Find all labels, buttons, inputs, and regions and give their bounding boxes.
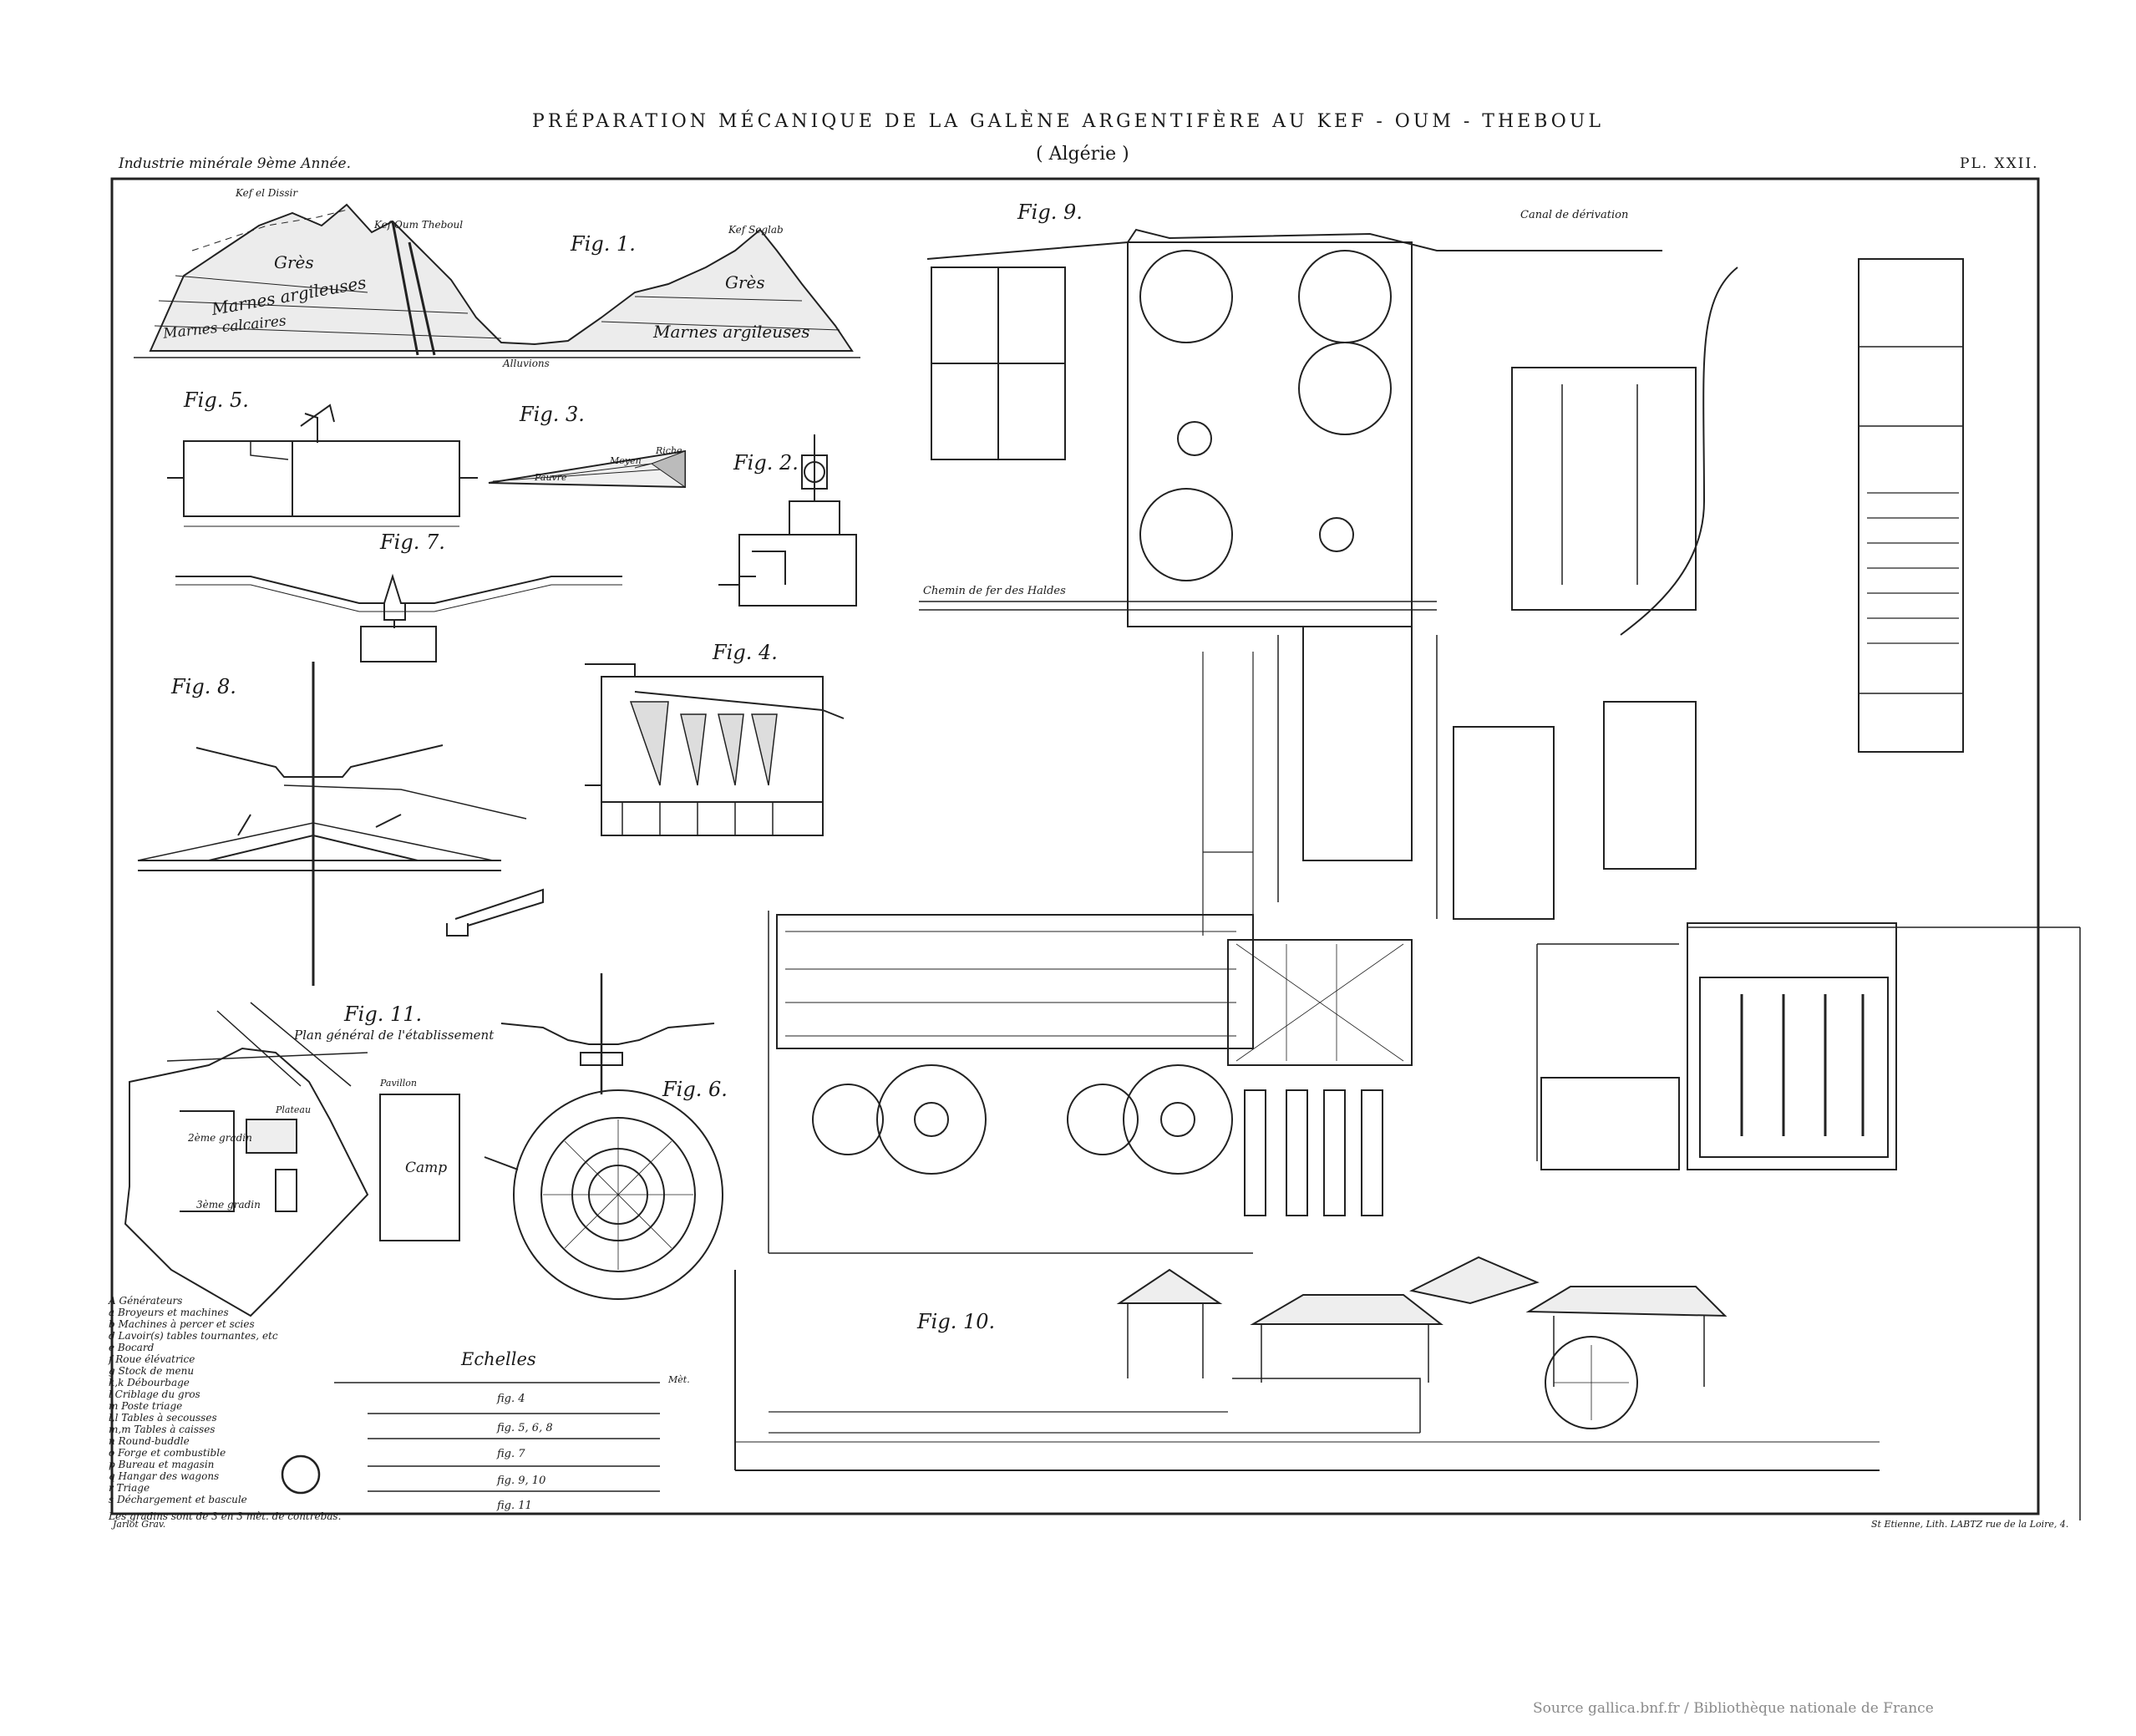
fig1-gres-left: Grès xyxy=(274,252,314,272)
fig9-chemin: Chemin de fer des Haldes xyxy=(923,585,1066,597)
fig5-tank xyxy=(167,404,478,527)
fig3-pauvre: Pauvre xyxy=(535,472,567,483)
legend-item: r Triage xyxy=(109,1482,150,1494)
legend: A Générateurs a Broyeurs et machines b M… xyxy=(109,1295,342,1522)
legend-item: n Round-buddle xyxy=(109,1435,190,1447)
fig2-apparatus xyxy=(718,434,857,607)
fig11-gradin2: 2ème gradin xyxy=(188,1132,252,1144)
fig6-label: Fig. 6. xyxy=(662,1078,728,1101)
fig5-label: Fig. 5. xyxy=(184,388,249,412)
fig11-title: Plan général de l'établissement xyxy=(294,1028,495,1043)
scale-fig4: fig. 4 xyxy=(497,1393,525,1405)
fig6-round-buddle xyxy=(484,973,723,1300)
fig1-section xyxy=(134,203,860,358)
scale-fig568: fig. 5, 6, 8 xyxy=(497,1422,553,1434)
scales-title: Echelles xyxy=(461,1349,536,1369)
legend-item: g Stock de menu xyxy=(109,1365,195,1377)
legend-note: Les gradins sont de 3 en 3 mèt. de contr… xyxy=(109,1510,342,1522)
plate-title: PRÉPARATION MÉCANIQUE DE LA GALÈNE ARGEN… xyxy=(532,111,1604,132)
legend-item: m Poste triage xyxy=(109,1400,183,1412)
fig9-label: Fig. 9. xyxy=(1017,201,1083,224)
fig4-label: Fig. 4. xyxy=(713,641,778,664)
plate-number: PL. XXII. xyxy=(1960,155,2039,172)
legend-item: k,k Débourbage xyxy=(109,1377,190,1388)
legend-item: o Forge et combustible xyxy=(109,1447,226,1459)
legend-item: d Lavoir(s) tables tournantes, etc xyxy=(109,1330,278,1342)
fig3-section xyxy=(488,449,686,489)
legend-item: s Déchargement et bascule xyxy=(109,1494,247,1505)
fig2-label: Fig. 2. xyxy=(733,451,799,475)
legend-item: q Hangar des wagons xyxy=(109,1470,220,1482)
plate-subtitle: ( Algérie ) xyxy=(1036,144,1129,165)
legend-item: l Criblage du gros xyxy=(109,1388,200,1400)
legend-item: p Bureau et magasin xyxy=(109,1459,215,1470)
fig8-table xyxy=(137,662,544,986)
legend-item: f Roue élévatrice xyxy=(109,1353,195,1365)
fig10-elevation xyxy=(734,1256,1880,1471)
fig1-kef-el-diss: Kef el Dissir xyxy=(236,187,298,199)
fig11-site-plan xyxy=(124,1002,460,1317)
legend-item: e Bocard xyxy=(109,1342,155,1353)
legend-item: l,l Tables à secousses xyxy=(109,1412,217,1424)
fig9-plant-plan xyxy=(768,228,2081,1520)
fig7-trough xyxy=(175,573,622,662)
scale-unit: Mèt. xyxy=(668,1374,690,1385)
fig3-riche: Riche xyxy=(656,445,682,456)
credit-lithographer: St Etienne, Lith. LABTZ rue de la Loire,… xyxy=(1871,1519,2069,1530)
fig9-canal: Canal de dérivation xyxy=(1520,209,1629,221)
fig3-label: Fig. 3. xyxy=(520,403,585,426)
legend-item: b Machines à percer et scies xyxy=(109,1318,255,1330)
source-footer: Source gallica.bnf.fr / Bibliothèque nat… xyxy=(1533,1700,1934,1717)
legend-item: m,m Tables à caisses xyxy=(109,1424,216,1435)
fig1-marnes-right: Marnes argileuses xyxy=(653,322,810,342)
fig11-label: Fig. 11. xyxy=(344,1003,423,1026)
fig1-label: Fig. 1. xyxy=(571,232,636,256)
scale-fig7: fig. 7 xyxy=(497,1448,525,1460)
publication-note: Industrie minérale 9ème Année. xyxy=(119,155,351,172)
library-stamp xyxy=(281,1454,321,1495)
fig11-gradin3: 3ème gradin xyxy=(196,1199,261,1211)
scale-bars xyxy=(334,1382,660,1492)
fig1-kef-oum: Kef Oum Theboul xyxy=(374,219,464,231)
scale-fig11: fig. 11 xyxy=(497,1500,532,1512)
fig1-alluvions: Alluvions xyxy=(503,358,550,369)
fig4-classifier xyxy=(585,663,845,836)
legend-item: a Broyeurs et machines xyxy=(109,1307,229,1318)
plate-frame xyxy=(110,177,2040,1515)
credit-engraver: Jarlot Grav. xyxy=(113,1519,166,1530)
fig11-camp: Camp xyxy=(405,1160,448,1176)
fig3-moyen: Moyen xyxy=(610,455,642,466)
fig10-label: Fig. 10. xyxy=(917,1310,996,1333)
fig11-plateau: Plateau xyxy=(276,1104,312,1115)
scale-fig910: fig. 9, 10 xyxy=(497,1475,546,1487)
fig7-label: Fig. 7. xyxy=(380,530,445,554)
fig11-pavillon: Pavillon xyxy=(380,1078,417,1089)
legend-item: A Générateurs xyxy=(109,1295,183,1307)
fig8-label: Fig. 8. xyxy=(171,675,236,698)
fig1-gres-right: Grès xyxy=(725,272,765,292)
fig1-kef-seglab: Kef Seglab xyxy=(728,224,784,236)
